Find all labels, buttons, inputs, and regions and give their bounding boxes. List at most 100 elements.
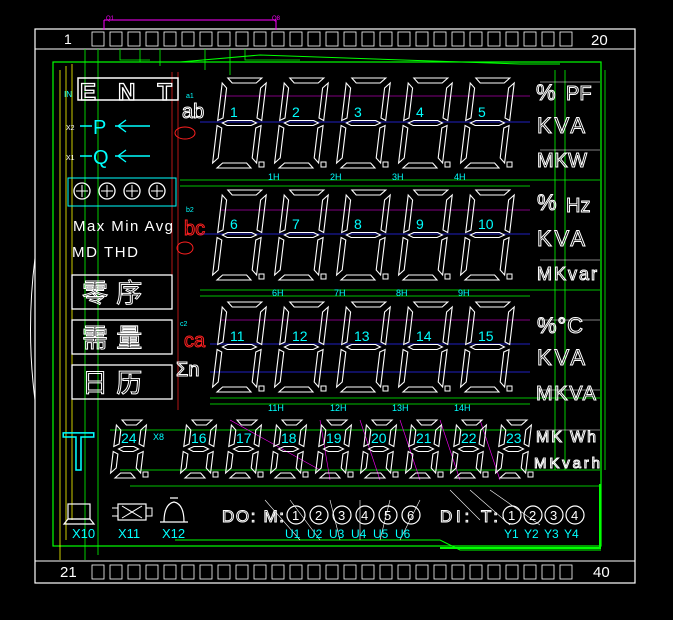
digit-segment [498,472,522,479]
top-pin [559,31,573,47]
u-label: U2 [307,527,323,541]
digit-segment [314,450,324,475]
digit-label: 5 [478,104,486,120]
pin-label-1: 1 [64,31,72,47]
digit-segment [345,231,382,239]
digit-segment [256,193,267,234]
digit-segment [502,445,525,453]
di-circle-number: 1 [508,508,515,523]
digit-segment [453,423,462,448]
digit-segment [469,119,506,127]
digit-10: 10 [459,189,515,281]
digit-segment [215,386,253,393]
digit-segment [474,77,512,84]
decimal-point [258,273,265,280]
digit-segment [339,162,377,169]
decimal-point [444,161,451,168]
digit-segment [183,423,192,448]
h-label: 9H [458,288,470,298]
phase-bc: bc [184,218,205,240]
digit-label: 15 [478,328,494,344]
zero-seq-box [71,274,173,310]
h-label: 12H [330,403,347,413]
digit-segment [375,236,386,277]
h-label: 13H [392,403,409,413]
bottom-pins [91,564,573,580]
di-circle-4 [565,505,585,525]
digit-23: 23 [494,419,534,479]
unit-percent-2: % [537,190,557,215]
digit-segment [283,231,320,239]
bottom-pin [181,564,195,580]
top-pin [325,31,339,47]
q-label: Q [93,147,109,169]
unit-percent-1: % [536,80,556,105]
decimal-point [382,161,389,168]
digit-segment [460,419,484,426]
di-circle-2 [523,505,543,525]
unit-mkvarh: MKvarh [534,455,600,472]
digit-segment [250,450,259,475]
digit-segment [397,348,409,389]
digit-segment [313,236,324,277]
digit-segment [335,348,347,389]
digit-segment [341,305,352,346]
top-pin [541,31,555,47]
y-label: Y3 [544,527,559,541]
digit-segment [273,348,285,389]
digit-segment [474,189,512,196]
unit-mkwh: MK Wh [536,429,596,446]
digit-segment [211,348,223,389]
digit-segment [401,162,439,169]
h-label: 2H [330,172,342,182]
bottom-pin [127,564,141,580]
frame-trace [179,54,560,65]
digit-segment [277,445,300,453]
digit-segment [412,301,450,308]
decimal-point [257,471,264,478]
unit-kva-3: KVA [537,345,585,370]
digit-6: 6 [211,189,267,281]
top-pin [199,31,213,47]
digit-label-x8: X8 [153,432,164,442]
digit-label: 7 [292,216,300,232]
decimal-point [482,471,489,478]
do-circle-6 [401,505,421,525]
digit-segment [335,124,347,165]
digit-segment [453,472,477,479]
decimal-point [382,385,389,392]
h-label: 7H [334,288,346,298]
digit-segment [437,348,448,389]
demand-label: 需 量 [82,324,142,354]
frame-trace-bottom [175,539,601,551]
digit-segment [221,343,258,351]
bottom-pin [523,564,537,580]
digit-segment [367,445,390,453]
y-label: Y2 [524,527,539,541]
bottom-pin [91,564,105,580]
y-label: Y4 [564,527,579,541]
decimal-point [320,385,327,392]
q-arrow-icon [80,149,150,163]
decimal-point [258,161,265,168]
digit-segment [228,423,237,448]
pin-label-20: 20 [591,32,608,49]
do-circle-1 [286,505,306,525]
demand-box [71,319,173,355]
red-loop-icon-2 [176,241,194,255]
digit-segment [279,305,290,346]
digit-segment [401,274,439,281]
digit-segment [457,445,480,453]
digit-segment [350,77,388,84]
digit-1: 1 [211,77,267,169]
digit-segment [415,419,439,426]
digit-12: 12 [273,301,329,393]
digit-segment [430,450,439,475]
digit-label: 23 [506,430,522,446]
digit-13: 13 [335,301,391,393]
digit-segment [449,450,459,475]
